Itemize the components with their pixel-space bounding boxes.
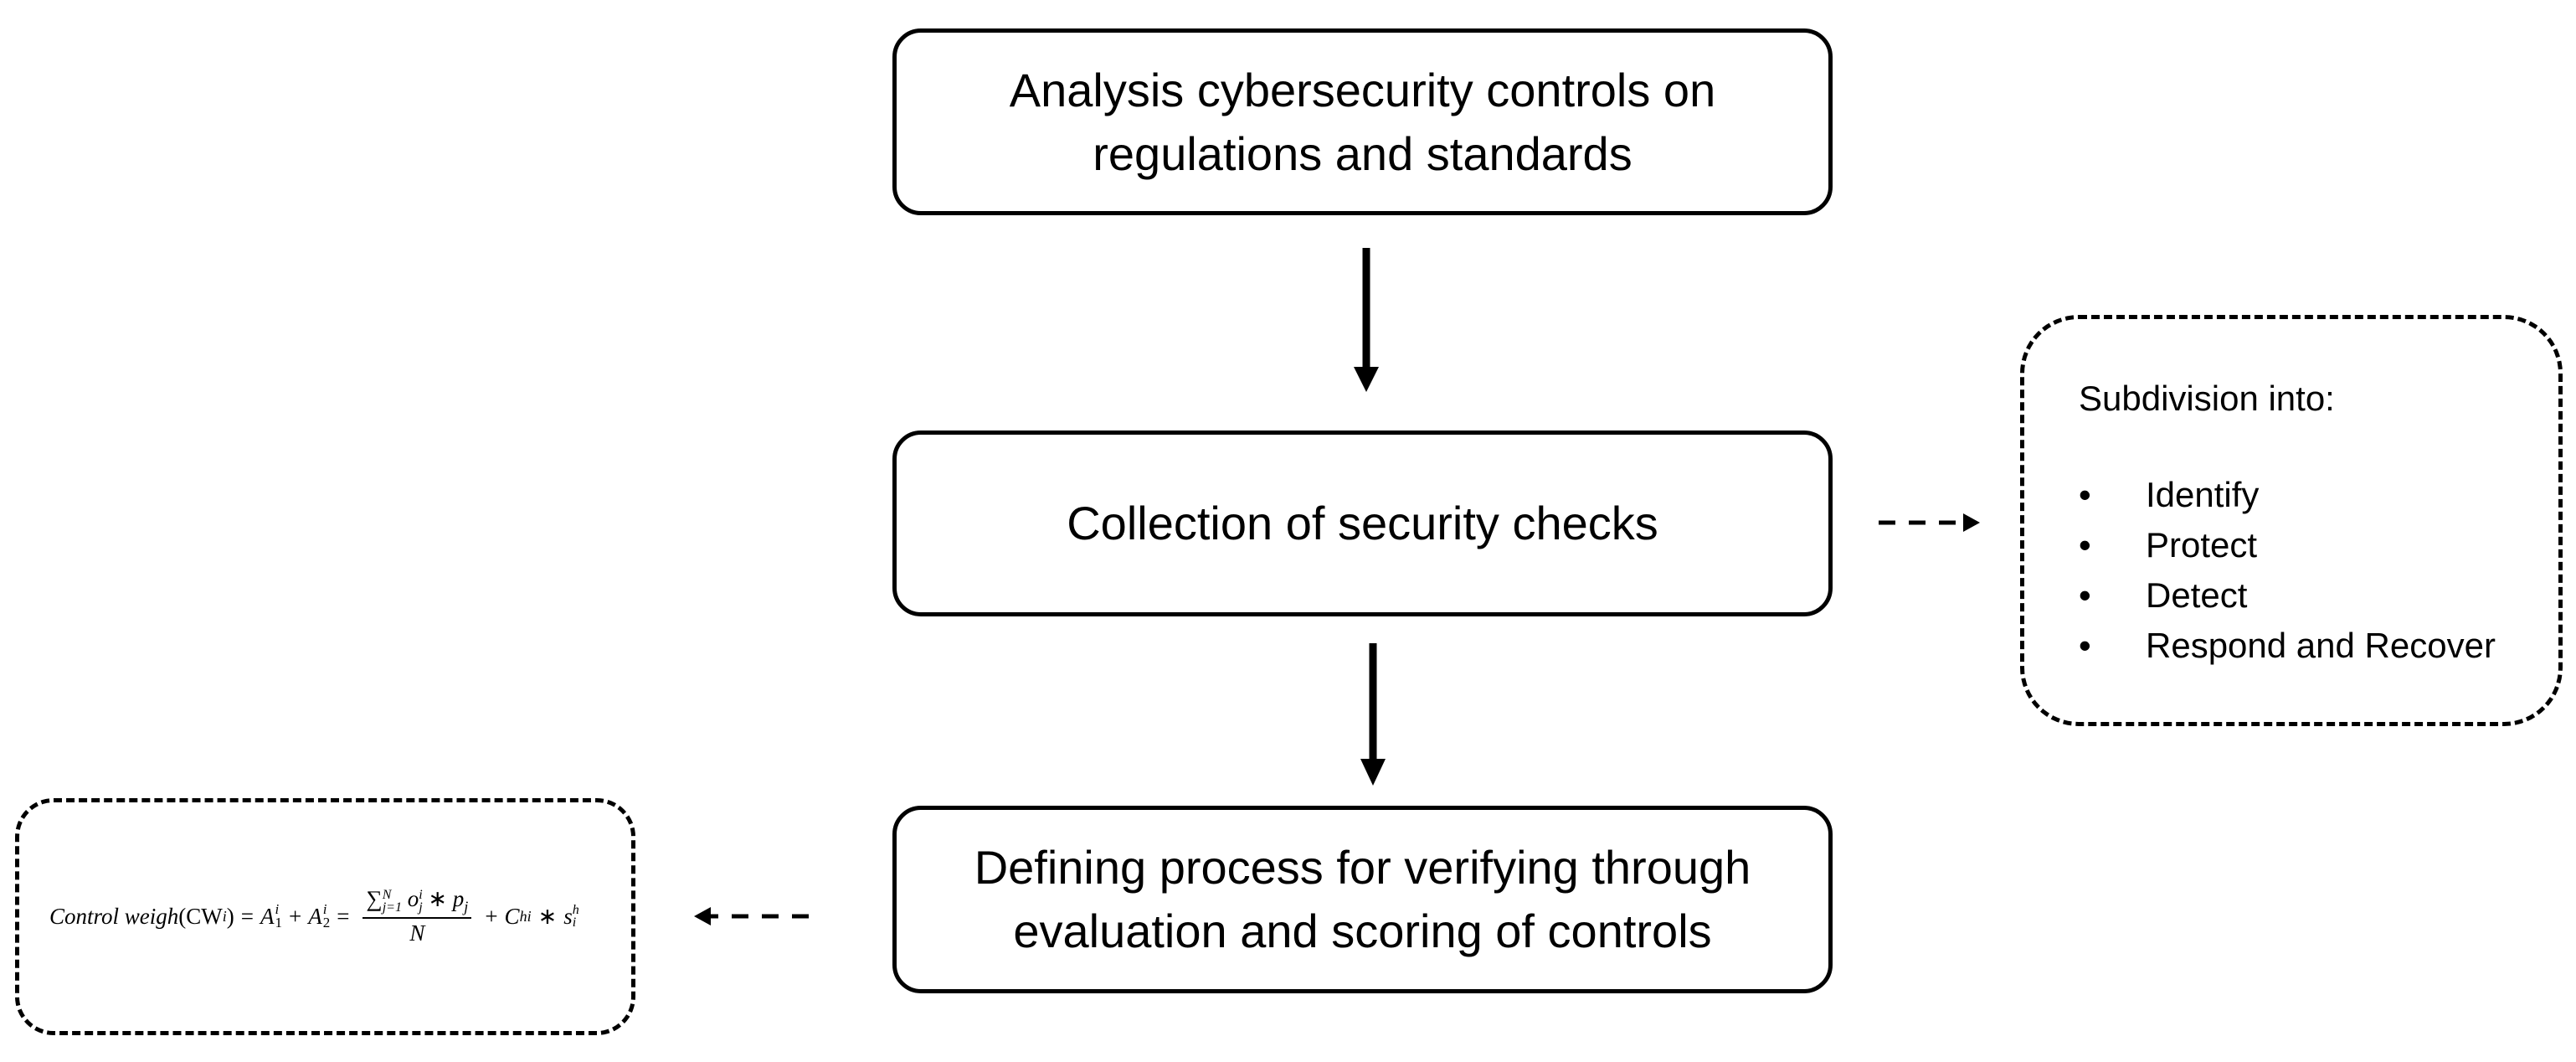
node-analysis-line-1: Analysis cybersecurity controls on — [1009, 63, 1716, 116]
subdivision-heading: Subdivision into: — [2079, 379, 2335, 418]
node-defining-line-1: Defining process for verifying through — [974, 841, 1751, 894]
bullet-icon: • — [2079, 525, 2091, 565]
bullet-icon: • — [2079, 575, 2091, 615]
dashed-arrow-to-formula — [694, 907, 809, 925]
node-analysis: Analysis cybersecurity controls on regul… — [892, 28, 1833, 215]
dashed-arrow-to-subdivision — [1879, 513, 1980, 532]
node-analysis-line-2: regulations and standards — [1093, 126, 1632, 180]
arrow-analysis-to-collection — [1354, 248, 1379, 392]
arrow-collection-to-defining — [1360, 643, 1386, 786]
bullet-icon: • — [2079, 626, 2091, 665]
node-defining: Defining process for verifying through e… — [892, 806, 1833, 993]
node-defining-line-2: evaluation and scoring of controls — [1013, 905, 1712, 957]
node-collection: Collection of security checks — [892, 430, 1833, 616]
node-collection-line-1: Collection of security checks — [1067, 497, 1658, 549]
formula-lhs: Control weigh — [49, 903, 179, 929]
bullet-icon: • — [2079, 475, 2091, 514]
subdivision-box: Subdivision into: •Identify •Protect •De… — [2020, 315, 2563, 726]
